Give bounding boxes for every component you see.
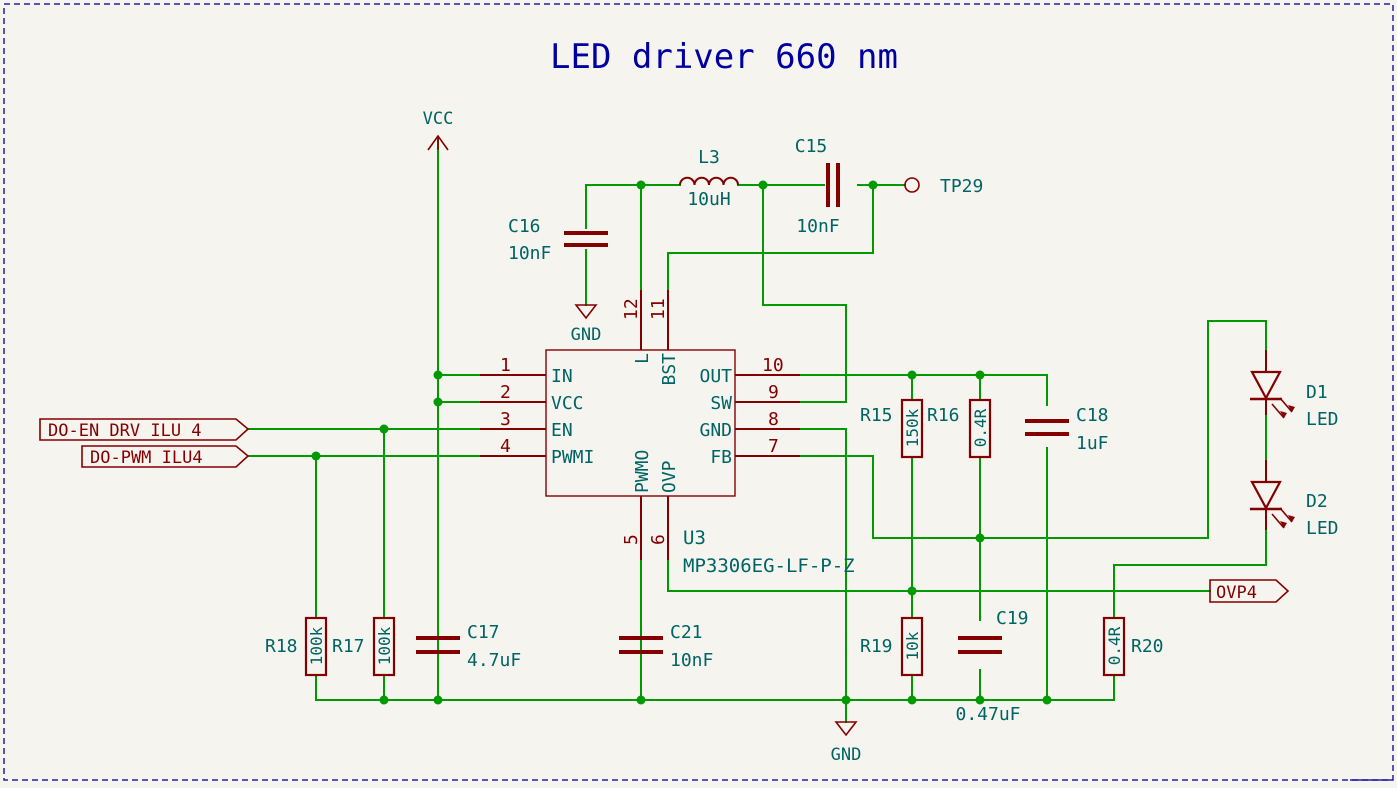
pin-name-ovp: OVP bbox=[659, 460, 680, 493]
pin-name-bst: BST bbox=[659, 353, 680, 386]
svg-text:DO-PWM_ILU4: DO-PWM_ILU4 bbox=[90, 448, 203, 468]
pin-num-2: 2 bbox=[500, 382, 511, 403]
svg-text:C17: C17 bbox=[467, 622, 500, 643]
pin-num-12: 12 bbox=[621, 298, 642, 320]
svg-text:DO-EN_DRV_ILU_4: DO-EN_DRV_ILU_4 bbox=[48, 421, 202, 441]
svg-text:100k: 100k bbox=[307, 626, 326, 665]
pin-name-pwmo: PWMO bbox=[632, 450, 653, 493]
svg-text:1uF: 1uF bbox=[1076, 433, 1109, 454]
svg-text:4.7uF: 4.7uF bbox=[467, 650, 521, 671]
pin-num-9: 9 bbox=[768, 382, 779, 403]
svg-text:10nF: 10nF bbox=[670, 650, 713, 671]
capacitor-c16: C16 10nF bbox=[508, 216, 608, 264]
svg-text:L3: L3 bbox=[698, 147, 720, 168]
resistor-r18: 100k R18 bbox=[265, 616, 328, 677]
svg-text:R20: R20 bbox=[1131, 636, 1164, 657]
capacitor-c15: C15 10nF bbox=[795, 136, 840, 237]
junctions bbox=[311, 180, 1052, 705]
wires bbox=[247, 139, 1267, 723]
svg-text:0.47uF: 0.47uF bbox=[955, 704, 1020, 725]
schematic-title: LED driver 660 nm bbox=[550, 37, 898, 77]
gnd-symbol-c16: GND bbox=[571, 304, 602, 345]
resistor-r19: 10k R19 bbox=[860, 616, 924, 677]
pin-name-gnd: GND bbox=[699, 420, 732, 441]
pin-name-en: EN bbox=[551, 420, 573, 441]
capacitor-c17: C17 4.7uF bbox=[416, 622, 521, 671]
svg-text:LED: LED bbox=[1306, 518, 1339, 539]
pin-name-out: OUT bbox=[699, 366, 732, 387]
svg-text:C19: C19 bbox=[996, 608, 1029, 629]
resistor-r17: 100k R17 bbox=[332, 616, 396, 677]
svg-text:R16: R16 bbox=[927, 405, 960, 426]
sheet-border bbox=[3, 3, 1394, 781]
svg-text:R18: R18 bbox=[265, 636, 298, 657]
resistor-r20: 0.4R R20 bbox=[1102, 616, 1164, 677]
ic-value: MP3306EG-LF-P-Z bbox=[683, 555, 855, 577]
svg-text:OVP4: OVP4 bbox=[1216, 583, 1257, 603]
pin-name-vcc: VCC bbox=[551, 393, 584, 414]
svg-text:10uH: 10uH bbox=[687, 189, 730, 210]
ic-ref: U3 bbox=[683, 527, 706, 549]
svg-text:10k: 10k bbox=[903, 631, 922, 660]
svg-text:C21: C21 bbox=[670, 622, 703, 643]
pin-num-8: 8 bbox=[768, 409, 779, 430]
pin-name-sw: SW bbox=[710, 393, 732, 414]
svg-text:R19: R19 bbox=[860, 636, 893, 657]
svg-text:R17: R17 bbox=[332, 636, 365, 657]
net-label-ovp: OVP4 bbox=[1209, 579, 1290, 603]
pin-name-pwmi: PWMI bbox=[551, 447, 594, 468]
inductor-l3: L3 10uH bbox=[679, 147, 739, 210]
net-label-en: DO-EN_DRV_ILU_4 bbox=[39, 418, 250, 441]
svg-text:D1: D1 bbox=[1306, 382, 1328, 403]
svg-text:R15: R15 bbox=[860, 405, 893, 426]
svg-text:TP29: TP29 bbox=[940, 176, 983, 197]
svg-text:0.4R: 0.4R bbox=[971, 408, 990, 447]
svg-text:D2: D2 bbox=[1306, 491, 1328, 512]
svg-text:0.4R: 0.4R bbox=[1105, 626, 1124, 665]
resistor-r15: 150k R15 bbox=[860, 398, 924, 459]
pin-name-in: IN bbox=[551, 366, 573, 387]
vcc-label: VCC bbox=[423, 109, 454, 129]
ic-u3: 1 2 3 4 10 9 8 7 12 11 5 6 IN VCC EN PWM… bbox=[480, 290, 855, 577]
svg-text:C16: C16 bbox=[508, 216, 541, 237]
pin-num-5: 5 bbox=[621, 534, 642, 545]
svg-text:10nF: 10nF bbox=[796, 216, 839, 237]
pin-num-3: 3 bbox=[500, 409, 511, 430]
pin-name-l: L bbox=[632, 353, 653, 364]
svg-text:100k: 100k bbox=[375, 626, 394, 665]
capacitor-c19: C19 0.47uF bbox=[955, 608, 1028, 725]
net-label-pwm: DO-PWM_ILU4 bbox=[81, 445, 250, 468]
svg-text:C18: C18 bbox=[1076, 405, 1109, 426]
pin-num-10: 10 bbox=[762, 355, 784, 376]
pin-num-4: 4 bbox=[500, 436, 511, 457]
gnd-label-bottom: GND bbox=[831, 745, 862, 765]
pin-num-11: 11 bbox=[648, 298, 669, 320]
capacitor-c21: C21 10nF bbox=[619, 622, 713, 671]
resistor-r16: 0.4R R16 bbox=[927, 398, 992, 459]
svg-text:10nF: 10nF bbox=[508, 243, 551, 264]
svg-text:C15: C15 bbox=[795, 136, 828, 157]
pin-num-1: 1 bbox=[500, 355, 511, 376]
pin-num-7: 7 bbox=[768, 436, 779, 457]
pin-num-6: 6 bbox=[648, 534, 669, 545]
capacitor-c18: C18 1uF bbox=[1025, 405, 1109, 454]
gnd-symbol-bottom: GND bbox=[831, 721, 862, 765]
led-d2: D2 LED bbox=[1250, 460, 1339, 539]
pin-name-fb: FB bbox=[710, 447, 732, 468]
gnd-label-top: GND bbox=[571, 325, 602, 345]
led-d1: D1 LED bbox=[1250, 350, 1339, 430]
vcc-symbol: VCC bbox=[423, 109, 454, 151]
svg-text:150k: 150k bbox=[903, 408, 922, 447]
svg-text:LED: LED bbox=[1306, 409, 1339, 430]
testpoint-tp29: TP29 bbox=[904, 176, 983, 197]
